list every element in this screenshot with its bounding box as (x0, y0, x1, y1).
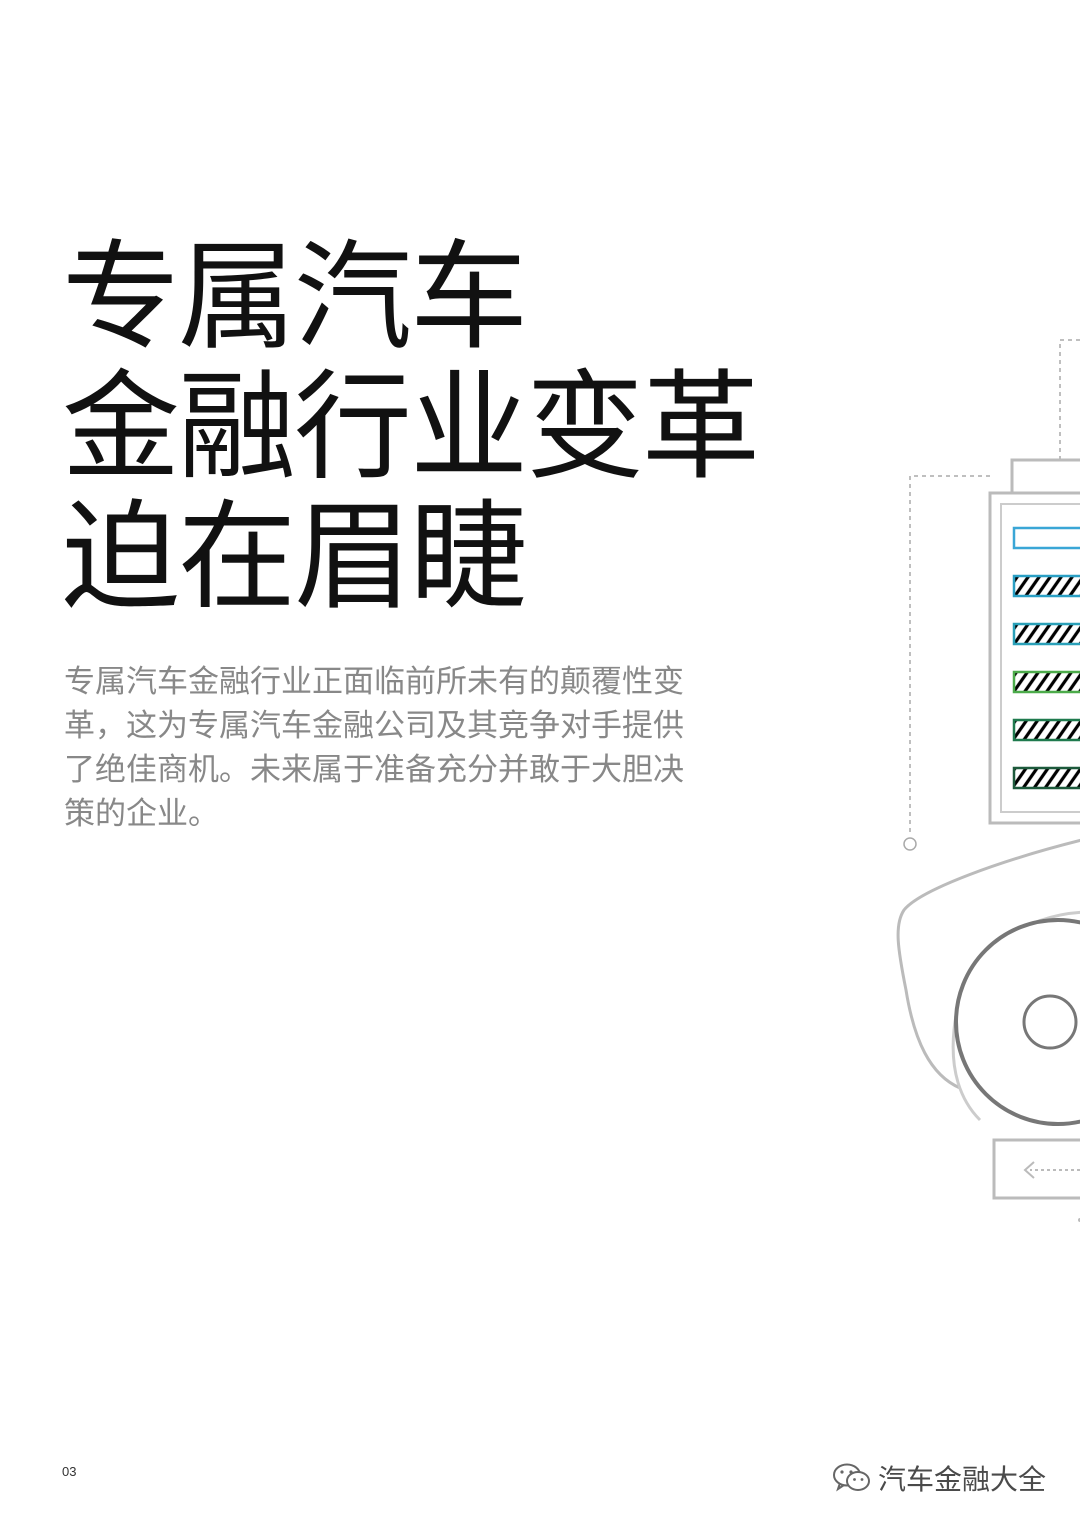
battery-bar (1012, 526, 1080, 550)
title-line-2: 金融行业变革 (62, 358, 760, 496)
car-fender (896, 838, 1080, 1090)
wechat-icon (832, 1463, 870, 1492)
intro-line-1: 专属汽车金融行业正面临前所未有的颠覆性变 (64, 664, 684, 700)
car-battery-illustration (896, 339, 1080, 1222)
battery-bar (1012, 622, 1080, 646)
intro-line-4: 策的企业。 (64, 796, 219, 832)
intro-paragraph: 专属汽车金融行业正面临前所未有的颠覆性变 革，这为专属汽车金融公司及其竞争对手提… (64, 660, 704, 836)
page-number: 03 (62, 1464, 77, 1479)
battery-bar (1012, 670, 1080, 694)
battery-bar (1012, 718, 1080, 742)
arrow-left-icon (1023, 1161, 1080, 1179)
intro-line-2: 革，这为专属汽车金融公司及其竞争对手提供 (64, 708, 684, 744)
battery-inner (1000, 503, 1080, 813)
page-title: 专属汽车 金融行业变革 迫在眉睫 (62, 228, 760, 626)
battery-level-bars (1012, 526, 1080, 790)
battery-terminal (1010, 458, 1080, 496)
intro-line-3: 了绝佳商机。未来属于准备充分并敢于大胆决 (64, 752, 684, 788)
battery-bar (1012, 574, 1080, 598)
title-line-1: 专属汽车 (62, 228, 528, 366)
car-wheel-hub-icon (1022, 994, 1078, 1050)
car-wheel-tire-icon (954, 918, 1080, 1126)
battery-bar (1012, 766, 1080, 790)
connector-node-icon (903, 837, 917, 851)
dotted-connector-lines (909, 339, 1080, 836)
title-line-3: 迫在眉睫 (62, 488, 528, 626)
watermark: 汽车金融大全 (832, 1458, 1046, 1498)
watermark-text: 汽车金融大全 (877, 1463, 1046, 1496)
